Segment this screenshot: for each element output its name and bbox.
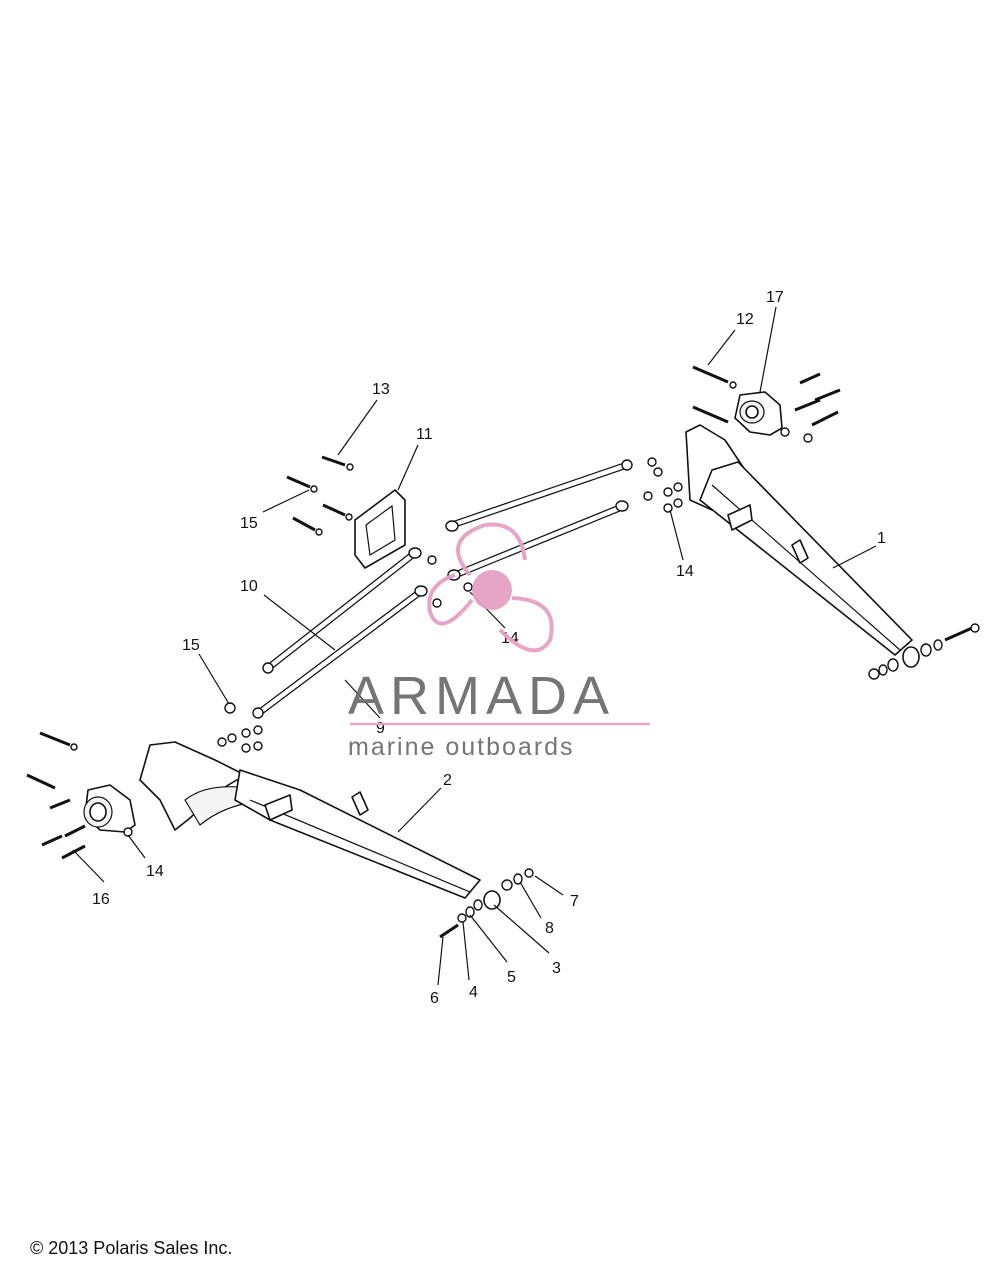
right-arm-rear-hardware [868,623,980,680]
label-part-16: 16 [92,891,110,908]
label-part-3: 3 [552,960,561,977]
label-part-15-lower: 15 [182,637,200,654]
label-part-1: 1 [877,530,886,547]
label-part-15-upper: 15 [240,515,258,532]
armada-watermark: ARMADA marine outboards [348,522,650,761]
label-part-7: 7 [570,893,579,910]
bracket-bolts [286,455,354,536]
left-bearing-carrier [83,784,136,837]
label-part-4: 4 [469,984,478,1001]
right-bearing-carrier [734,391,790,437]
radius-rods [252,459,633,719]
watermark-title: ARMADA [348,666,615,726]
label-part-2: 2 [443,772,452,789]
label-part-6: 6 [430,990,439,1007]
right-trailing-arm [685,424,920,668]
label-part-13: 13 [372,381,390,398]
left-trailing-arm [139,741,501,910]
watermark-subtitle: marine outboards [348,733,575,761]
label-part-12: 12 [736,311,754,328]
part-labels: 1 2 3 4 5 6 7 8 9 10 11 12 13 14 14 14 1… [92,289,886,1007]
right-carrier-bolts [692,365,841,443]
label-part-9: 9 [376,720,385,737]
leader-lines [72,306,877,986]
center-mounting-bracket [354,489,406,569]
label-part-17: 17 [766,289,784,306]
label-part-8: 8 [545,920,554,937]
propeller-logo [427,522,554,653]
left-carrier-bolts [26,731,86,860]
label-part-11: 11 [416,426,433,443]
left-arm-rear-hardware [439,868,534,939]
label-part-10: 10 [240,578,258,595]
label-part-5: 5 [507,969,516,986]
label-part-14-left: 14 [146,863,164,880]
label-part-14-right: 14 [676,563,694,580]
copyright-notice: © 2013 Polaris Sales Inc. [30,1238,233,1258]
rod-nuts [217,457,683,753]
